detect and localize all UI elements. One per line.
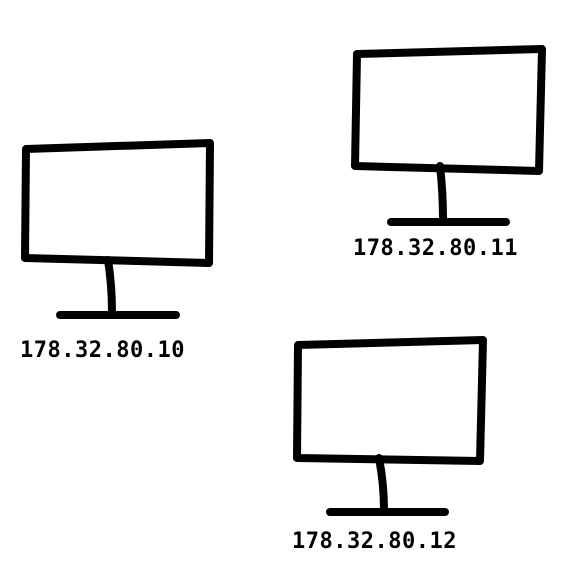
- monitor-screen: [351, 45, 546, 175]
- monitor-stand: [375, 454, 388, 514]
- monitor-screen: [293, 336, 487, 465]
- ip-label: 178.32.80.12: [292, 529, 457, 554]
- monitor-stand: [436, 162, 447, 223]
- ip-label: 178.32.80.10: [20, 338, 185, 363]
- monitor-stand: [104, 256, 116, 317]
- monitor-screen: [21, 139, 214, 267]
- ip-label: 178.32.80.11: [353, 236, 518, 261]
